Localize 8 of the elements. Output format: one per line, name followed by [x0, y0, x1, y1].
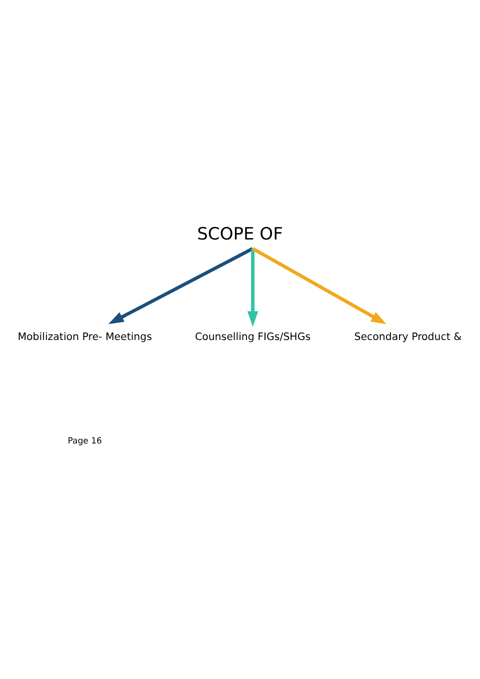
arrow [247, 248, 258, 327]
arrow [252, 247, 386, 324]
diagram-title: SCOPE OF [197, 224, 283, 244]
node-text: Secondary Product & [354, 332, 462, 343]
label: Page 16 [68, 436, 102, 446]
arrow [108, 247, 254, 324]
node-text: Mobilization Pre- Meetings [18, 332, 152, 343]
node-text: Counselling FIGs/SHGs [194, 332, 311, 343]
